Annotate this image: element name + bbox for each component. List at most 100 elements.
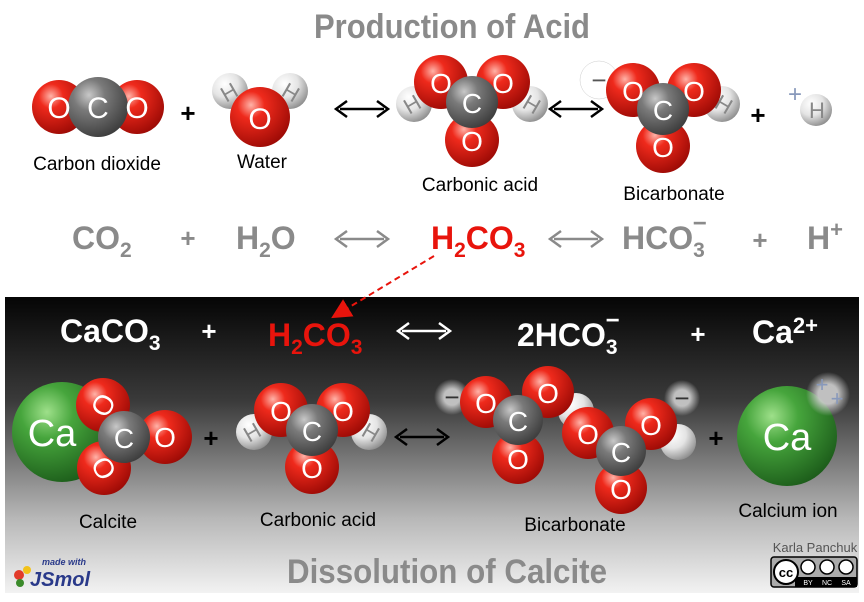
bottom-equation: CaCO3 + H2CO3 2HCO3− + Ca2+ bbox=[60, 307, 818, 359]
positive-charge-sign: + bbox=[816, 372, 829, 397]
carbonic-acid-molecule-bottom: H H O O C O bbox=[236, 383, 387, 494]
equation-double-arrow bbox=[333, 229, 391, 249]
atom-label-o: O bbox=[248, 103, 271, 136]
label-bicarbonate-bottom: Bicarbonate bbox=[524, 515, 625, 536]
negative-charge-halo bbox=[664, 380, 700, 416]
formula-h2o: H2O bbox=[236, 220, 296, 262]
oxygen-atom bbox=[636, 119, 690, 173]
carbon-atom bbox=[68, 77, 128, 137]
formula-h2co3-bottom: H2CO3 bbox=[268, 317, 362, 359]
atom-label-o: O bbox=[125, 92, 148, 125]
carbon-atom bbox=[286, 404, 338, 456]
equation-double-arrow bbox=[395, 321, 453, 341]
plus-sign: + bbox=[180, 98, 195, 128]
link-arrow bbox=[331, 255, 435, 319]
atom-label-c: C bbox=[611, 437, 631, 468]
jsmol-ball-icon bbox=[16, 579, 24, 587]
by-icon bbox=[800, 559, 816, 575]
equation-plus: + bbox=[180, 223, 195, 253]
label-carbonic-acid: Carbonic acid bbox=[422, 175, 538, 196]
carbon-atom bbox=[637, 83, 689, 135]
atom-label-o: O bbox=[492, 68, 514, 99]
author-credit: Karla Panchuk bbox=[773, 540, 858, 555]
calcium-atom bbox=[737, 386, 837, 486]
label-carbonic-acid-bottom: Carbonic acid bbox=[260, 510, 376, 531]
oxygen-atom bbox=[230, 87, 290, 147]
atom-label-ca: Ca bbox=[763, 417, 812, 459]
positive-charge-halo bbox=[806, 372, 850, 416]
equation-plus: + bbox=[201, 316, 216, 346]
atom-label-c: C bbox=[302, 416, 322, 447]
label-carbon-dioxide: Carbon dioxide bbox=[33, 154, 161, 175]
negative-charge-sign: − bbox=[591, 65, 606, 95]
atom-label-o: O bbox=[610, 474, 632, 505]
negative-charge-sign: − bbox=[674, 383, 689, 413]
cc-icon-text: cc bbox=[779, 565, 793, 580]
jsmol-name: JSmol bbox=[30, 569, 90, 591]
calcium-ion: Ca + + bbox=[737, 372, 850, 486]
nc-icon bbox=[819, 559, 835, 575]
equilibrium-arrow bbox=[547, 99, 605, 119]
hydrogen-ion: H + bbox=[784, 77, 836, 129]
equilibrium-arrow bbox=[393, 427, 451, 447]
atom-label-o: O bbox=[577, 419, 599, 450]
nc-label: NC bbox=[822, 580, 832, 587]
calcite-molecule: Ca O O O C bbox=[12, 378, 192, 495]
equation-plus: + bbox=[752, 225, 767, 255]
carbon-atom bbox=[98, 411, 150, 463]
carbon-atom bbox=[446, 76, 498, 128]
label-calcite: Calcite bbox=[79, 512, 137, 533]
cc-icon bbox=[773, 559, 799, 585]
atom-label-o: O bbox=[475, 388, 497, 419]
top-equation: CO2 + H2O H2CO3 HCO3− + H+ bbox=[72, 210, 843, 262]
jsmol-made-with: made with bbox=[42, 557, 87, 567]
atom-label-h: H bbox=[809, 98, 825, 123]
oxygen-atom bbox=[138, 410, 192, 464]
label-calcium-ion: Calcium ion bbox=[738, 501, 837, 522]
plus-sign: + bbox=[203, 423, 218, 453]
plus-sign: + bbox=[750, 100, 765, 130]
negative-charge-sign: − bbox=[444, 382, 459, 412]
label-bicarbonate: Bicarbonate bbox=[623, 184, 724, 205]
oxygen-atom bbox=[285, 440, 339, 494]
atom-label-o: O bbox=[622, 76, 644, 107]
atom-label-o: O bbox=[640, 410, 662, 441]
atom-label-o: O bbox=[461, 126, 483, 157]
atom-label-o: O bbox=[430, 68, 452, 99]
sa-label: SA bbox=[841, 580, 851, 587]
atom-label-o: O bbox=[47, 92, 70, 125]
label-water: Water bbox=[237, 152, 288, 173]
formula-2hco3: 2HCO3− bbox=[517, 307, 620, 359]
formula-h2co3: H2CO3 bbox=[431, 220, 525, 262]
atom-label-c: C bbox=[653, 95, 673, 126]
atom-label-o: O bbox=[652, 132, 674, 163]
water-molecule: H H O bbox=[212, 73, 308, 147]
atom-label-ca: Ca bbox=[28, 413, 77, 455]
atom-label-o: O bbox=[683, 76, 705, 107]
oxygen-atom bbox=[595, 462, 647, 514]
positive-charge-sign: + bbox=[788, 81, 802, 108]
atom-label-o: O bbox=[154, 422, 176, 453]
formula-caco3: CaCO3 bbox=[60, 313, 161, 355]
atom-label-o: O bbox=[537, 378, 559, 409]
oxygen-atom bbox=[492, 432, 544, 484]
equation-plus: + bbox=[690, 319, 705, 349]
oxygen-atom bbox=[445, 113, 499, 167]
jsmol-ball-icon bbox=[14, 570, 24, 580]
carbonic-acid-molecule: H H O O C O bbox=[396, 55, 548, 167]
carbon-atom bbox=[493, 395, 543, 445]
atom-label-c: C bbox=[462, 88, 482, 119]
atom-label-c: C bbox=[87, 92, 109, 125]
equilibrium-arrow bbox=[333, 99, 391, 119]
atom-label-c: C bbox=[508, 406, 528, 437]
carbon-atom bbox=[596, 426, 646, 476]
formula-ca-ion: Ca2+ bbox=[752, 313, 818, 350]
plus-sign: + bbox=[708, 423, 723, 453]
sa-icon bbox=[838, 559, 854, 575]
cc-license-badge: cc BY NC SA bbox=[770, 556, 858, 588]
by-label: BY bbox=[803, 580, 813, 587]
bicarbonate-molecule: − H O O C O bbox=[579, 60, 740, 173]
positive-charge-sign: + bbox=[831, 386, 844, 411]
